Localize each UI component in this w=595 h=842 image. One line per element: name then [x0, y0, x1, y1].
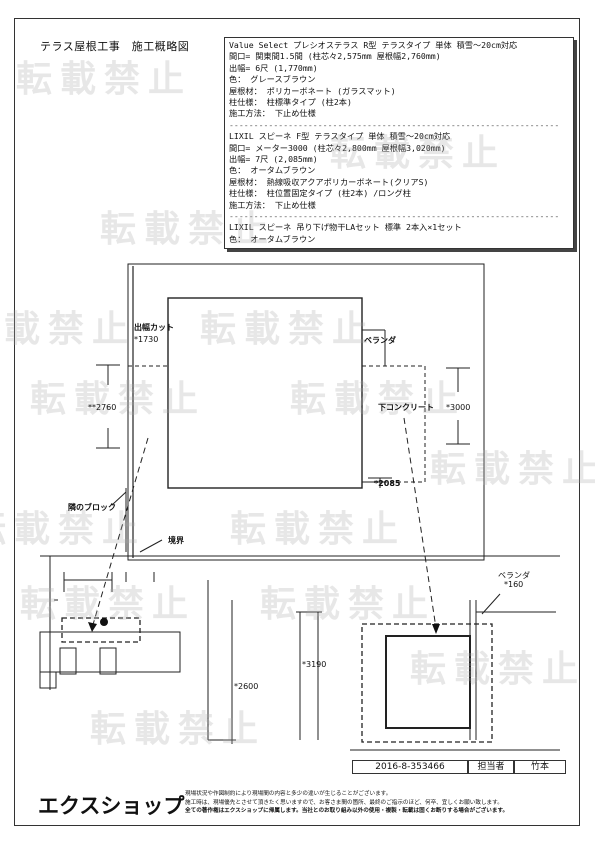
- spec-line: 施工方法： 下止め仕様: [229, 108, 316, 119]
- terrace-roof-outline: [167, 297, 363, 489]
- spec-line: Value Select プレシオステラス R型 テラスタイプ 単体 積雪～20…: [229, 40, 518, 50]
- spec-line: 色： グレースブラウン: [229, 74, 316, 85]
- label-neighbor-block: 隣のブロック: [68, 503, 116, 512]
- dim-2085: *2085: [374, 479, 401, 488]
- spec-line: LIXIL スピーネ 吊り下げ物干LAセット 標準 2本入×1セット: [229, 222, 462, 233]
- spec-line: 屋根材： ポリカーボネート (ガラスマット): [229, 85, 396, 96]
- dim-3190: *3190: [302, 660, 327, 669]
- spec-line: 施工方法： 下止め仕様: [229, 199, 316, 210]
- note-line: 施工時は、現場優先とさせて頂きたく思いますので、お客さま間の箇所、最終のご指示の…: [185, 799, 503, 806]
- spec-line: 出幅= 7尺 (2,085mm): [229, 154, 318, 165]
- spec-separator: ----------------------------------------…: [229, 211, 560, 222]
- dim-3000: *3000: [446, 403, 471, 412]
- spec-line: LIXIL スピーネ F型 テラスタイプ 単体 積雪～20cm対応: [229, 131, 451, 142]
- label-veranda-2: ベランダ: [498, 571, 530, 580]
- spec-line: 間口= 関東間1.5間 (柱芯々2,575mm 屋根幅2,760mm): [229, 51, 441, 62]
- spec-line: 柱仕様： 柱標準タイプ (柱2本): [229, 97, 352, 108]
- spec-line: 間口= メーター3000 (柱芯々2,800mm 屋根幅3,020mm): [229, 142, 446, 153]
- site-outline: [127, 263, 485, 561]
- post-marker: [100, 618, 108, 626]
- spec-line: 色： オータムブラウン: [229, 233, 316, 244]
- page-title: テラス屋根工事 施工概略図: [40, 40, 190, 53]
- label-veranda: ベランダ: [364, 336, 396, 345]
- label-eave-cut: 出幅カット: [134, 323, 174, 332]
- label-concrete: 下コンクリート: [378, 403, 434, 412]
- person-name: 竹本: [514, 760, 566, 774]
- spec-line: 色： オータムブラウン: [229, 165, 316, 176]
- dim-1730: *1730: [134, 335, 159, 344]
- dim-2600: *2600: [234, 682, 259, 691]
- person-label: 担当者: [468, 760, 514, 774]
- spec-separator: ----------------------------------------…: [229, 119, 560, 130]
- dim-2760: **2760: [88, 403, 117, 412]
- label-boundary: 境界: [168, 536, 184, 545]
- spec-box: Value Select プレシオステラス R型 テラスタイプ 単体 積雪～20…: [224, 37, 574, 249]
- spec-line: 柱仕様： 柱位置固定タイプ (柱2本) /ロング柱: [229, 188, 411, 199]
- doc-number: 2016-8-353466: [352, 760, 468, 774]
- dim-160: *160: [504, 580, 524, 589]
- spec-line: 出幅= 6尺 (1,770mm): [229, 62, 318, 73]
- page-frame: [14, 18, 580, 826]
- note-line: 現場状況や作図制約により現場間の内容と多少の違いが生じることがございます。: [185, 791, 392, 797]
- company-logo: エクスショップ: [38, 794, 185, 818]
- spec-line: 屋根材： 熱線吸収アクアポリカーボネート(クリアS): [229, 176, 429, 187]
- note-line: 全ての著作権はエクスショップに帰属します。当社とのお取り組み以外の使用・複製・転…: [185, 808, 509, 815]
- footer-notes: 現場状況や作図制約により現場間の内容と多少の違いが生じることがございます。 施工…: [185, 790, 570, 816]
